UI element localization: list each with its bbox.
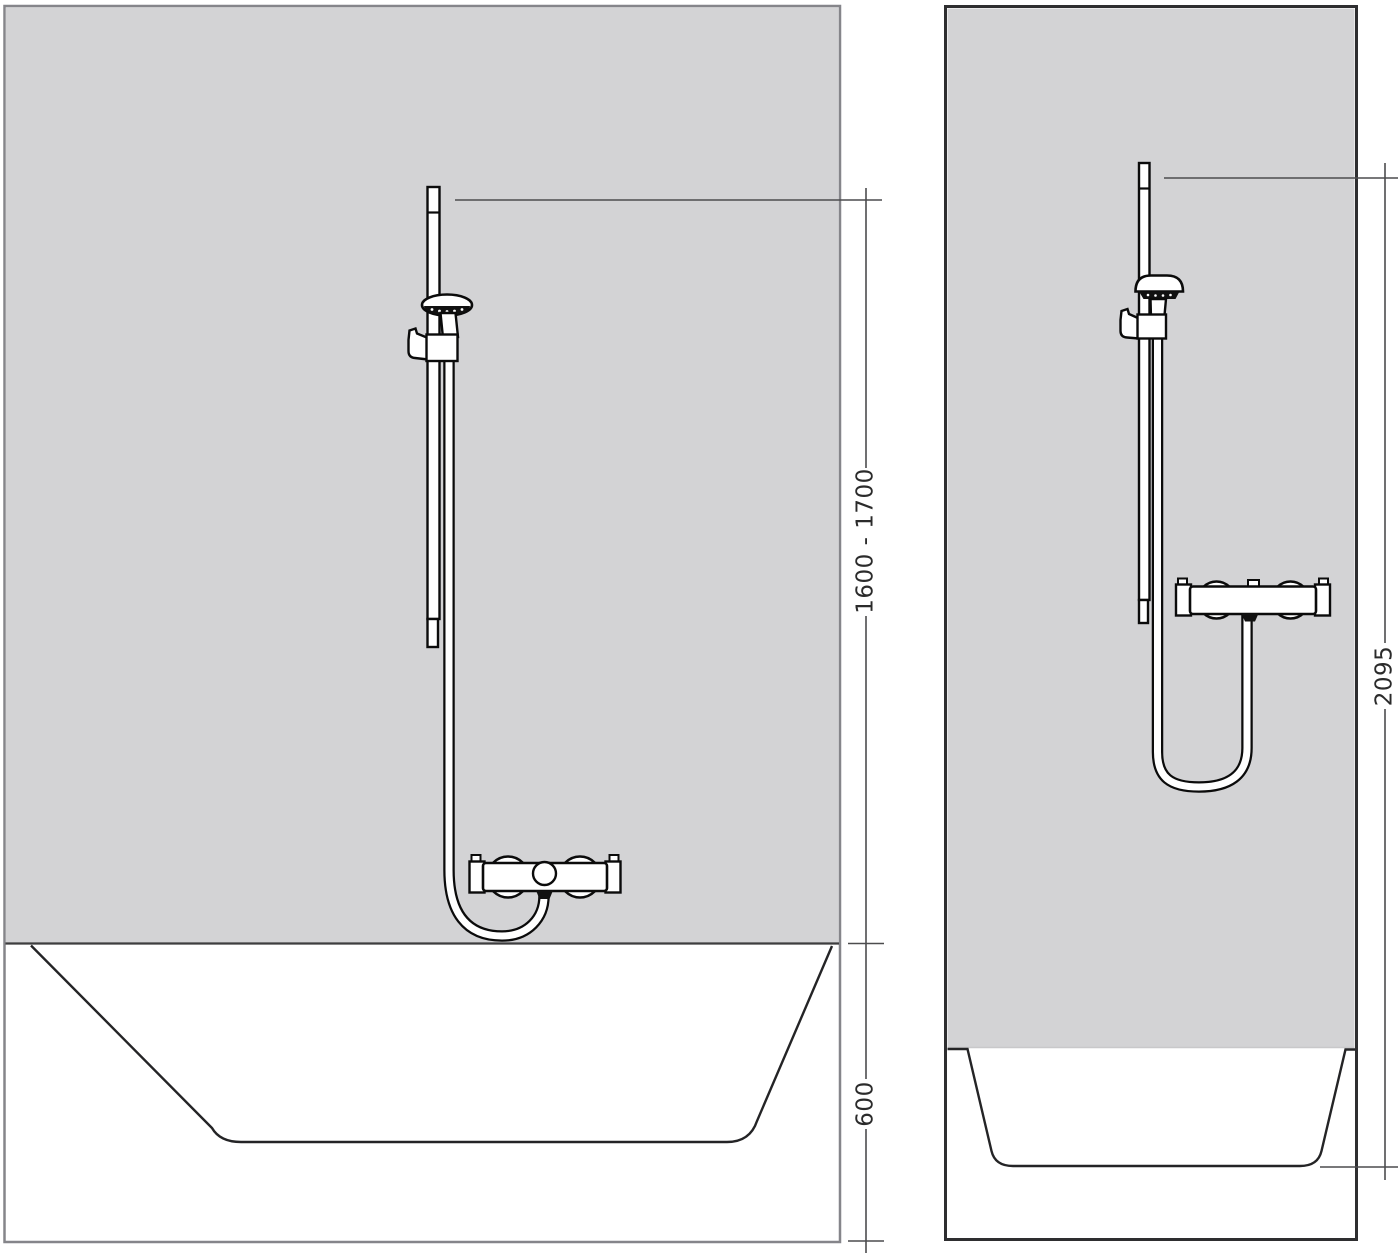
right-wall	[947, 8, 1355, 1048]
dimension-label-bar-height-range: 1600 - 1700	[853, 468, 879, 614]
mixer-diverter	[531, 860, 558, 887]
shower-hose-side	[1151, 338, 1253, 793]
shower-tray-view: 2095	[944, 5, 1398, 1241]
wall-bar-end-cap-side	[1137, 598, 1150, 625]
bathtub-view: 1600 - 1700 600	[3, 4, 884, 1253]
bathtub-outline	[30, 944, 834, 1144]
thermostat-body	[1188, 585, 1318, 616]
shower-holder	[407, 326, 459, 363]
hand-shower	[420, 293, 474, 340]
wall-bar-side	[1137, 161, 1151, 625]
spray-face-side	[1139, 291, 1180, 299]
dimension-lines-left	[455, 188, 884, 1253]
wall-bar	[426, 185, 441, 649]
shower-holder-side	[1119, 307, 1168, 340]
wall-bar-end-cap	[426, 617, 440, 649]
shower-hose	[443, 362, 550, 942]
dimension-lines-right	[1164, 163, 1398, 1180]
thermostat-hose-connector	[1241, 613, 1259, 622]
shower-tray-outline	[947, 1047, 1355, 1168]
dimension-label-tub-rim-height: 600	[853, 1081, 879, 1126]
bath-thermostat	[468, 854, 622, 899]
mixer-hose-connector	[536, 890, 553, 899]
left-wall	[6, 7, 839, 944]
dimension-label-total-height: 2095	[1372, 646, 1398, 707]
shower-thermostat	[1174, 577, 1332, 622]
